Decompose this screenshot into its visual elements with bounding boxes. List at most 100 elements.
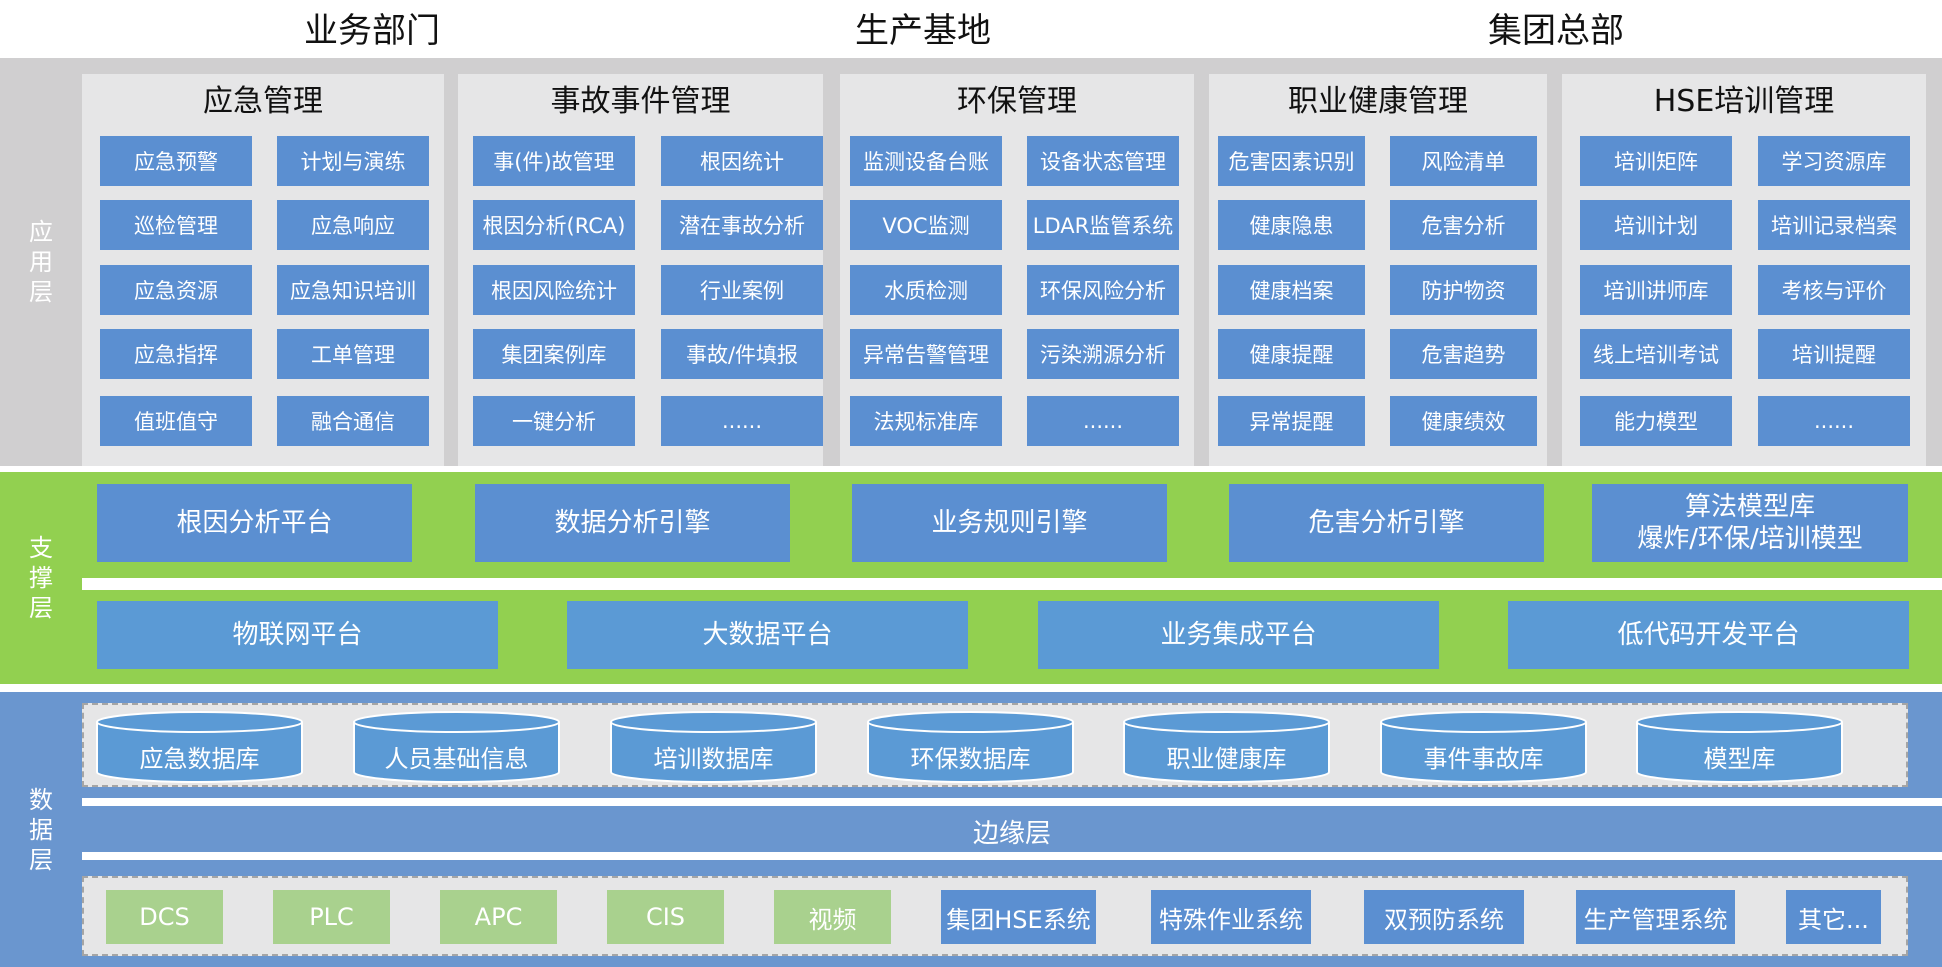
module-button[interactable]: 应急指挥 bbox=[100, 329, 252, 379]
module-button[interactable]: 事故/件填报 bbox=[661, 329, 823, 379]
edge-layer: 边缘层 bbox=[82, 810, 1942, 852]
database-label: 人员基础信息 bbox=[384, 744, 529, 773]
base-platform[interactable]: 大数据平台 bbox=[567, 601, 968, 669]
database-cylinder[interactable] bbox=[1123, 711, 1330, 783]
support-layer-label: 支撑层 bbox=[28, 534, 53, 622]
database-cylinder[interactable] bbox=[96, 711, 303, 783]
header-production: 生产基地 bbox=[855, 11, 991, 51]
database-label: 职业健康库 bbox=[1166, 744, 1287, 773]
module-button[interactable]: 健康档案 bbox=[1218, 265, 1365, 315]
database-cylinder[interactable] bbox=[610, 711, 817, 783]
algo-title: 算法模型库 bbox=[1684, 491, 1815, 522]
module-button[interactable]: 融合通信 bbox=[277, 396, 429, 446]
module-button[interactable]: 健康绩效 bbox=[1390, 396, 1537, 446]
panel-title: 职业健康管理 bbox=[1288, 84, 1468, 119]
support-platform[interactable]: 数据分析引擎 bbox=[475, 484, 790, 562]
module-button[interactable]: ...... bbox=[1027, 396, 1179, 446]
module-button[interactable]: 健康提醒 bbox=[1218, 329, 1365, 379]
module-button[interactable]: 法规标准库 bbox=[850, 396, 1002, 446]
separator-line bbox=[82, 852, 1942, 860]
module-button[interactable]: 健康隐患 bbox=[1218, 200, 1365, 250]
module-button[interactable]: 能力模型 bbox=[1580, 396, 1732, 446]
base-platform[interactable]: 物联网平台 bbox=[97, 601, 498, 669]
module-button[interactable]: 集团案例库 bbox=[473, 329, 635, 379]
module-button[interactable]: 考核与评价 bbox=[1758, 265, 1910, 315]
module-button[interactable]: 学习资源库 bbox=[1758, 136, 1910, 186]
module-button[interactable]: 事(件)故管理 bbox=[473, 136, 635, 186]
header-group: 集团总部 bbox=[1488, 11, 1624, 51]
module-button[interactable]: 潜在事故分析 bbox=[661, 200, 823, 250]
module-button[interactable]: 工单管理 bbox=[277, 329, 429, 379]
module-button[interactable]: 一键分析 bbox=[473, 396, 635, 446]
module-button[interactable]: 污染溯源分析 bbox=[1027, 329, 1179, 379]
module-button[interactable]: 危害趋势 bbox=[1390, 329, 1537, 379]
module-button[interactable]: LDAR监管系统 bbox=[1027, 200, 1179, 250]
source-system[interactable]: 集团HSE系统 bbox=[941, 890, 1096, 944]
source-system[interactable]: APC bbox=[440, 890, 557, 944]
source-system[interactable]: 特殊作业系统 bbox=[1151, 890, 1311, 944]
source-system[interactable]: 生产管理系统 bbox=[1576, 890, 1735, 944]
module-button[interactable]: ...... bbox=[661, 396, 823, 446]
panel-title: 应急管理 bbox=[203, 84, 323, 119]
source-system[interactable]: DCS bbox=[106, 890, 223, 944]
header-business: 业务部门 bbox=[304, 11, 440, 51]
panel-title: 环保管理 bbox=[957, 84, 1077, 119]
module-button[interactable]: 水质检测 bbox=[850, 265, 1002, 315]
module-button[interactable]: 防护物资 bbox=[1390, 265, 1537, 315]
module-button[interactable]: 应急资源 bbox=[100, 265, 252, 315]
module-button[interactable]: 计划与演练 bbox=[277, 136, 429, 186]
module-button[interactable]: 行业案例 bbox=[661, 265, 823, 315]
module-button[interactable]: 培训记录档案 bbox=[1758, 200, 1910, 250]
database-label: 培训数据库 bbox=[653, 744, 774, 773]
database-label: 模型库 bbox=[1703, 744, 1776, 773]
module-button[interactable]: 值班值守 bbox=[100, 396, 252, 446]
module-button[interactable]: 培训提醒 bbox=[1758, 329, 1910, 379]
module-button[interactable]: 培训矩阵 bbox=[1580, 136, 1732, 186]
module-button[interactable]: 根因风险统计 bbox=[473, 265, 635, 315]
module-button[interactable]: VOC监测 bbox=[850, 200, 1002, 250]
source-system[interactable]: 双预防系统 bbox=[1364, 890, 1524, 944]
module-button[interactable]: 根因统计 bbox=[661, 136, 823, 186]
source-system[interactable]: 其它... bbox=[1786, 890, 1881, 944]
database-cylinder[interactable] bbox=[867, 711, 1074, 783]
algorithm-model-library[interactable]: 算法模型库爆炸/环保/培训模型 bbox=[1592, 484, 1908, 562]
database-cylinder[interactable] bbox=[1380, 711, 1587, 783]
module-button[interactable]: 设备状态管理 bbox=[1027, 136, 1179, 186]
source-system[interactable]: CIS bbox=[607, 890, 724, 944]
module-button[interactable]: 危害分析 bbox=[1390, 200, 1537, 250]
module-button[interactable]: 风险清单 bbox=[1390, 136, 1537, 186]
data-layer-label: 数据层 bbox=[28, 785, 53, 874]
module-button[interactable]: 培训讲师库 bbox=[1580, 265, 1732, 315]
panel-title: HSE培训管理 bbox=[1653, 84, 1835, 119]
module-button[interactable]: 危害因素识别 bbox=[1218, 136, 1365, 186]
source-system[interactable]: 视频 bbox=[774, 890, 891, 944]
module-button[interactable]: 环保风险分析 bbox=[1027, 265, 1179, 315]
module-button[interactable]: ...... bbox=[1758, 396, 1910, 446]
module-button[interactable]: 应急预警 bbox=[100, 136, 252, 186]
support-separator bbox=[82, 578, 1942, 590]
module-button[interactable]: 巡检管理 bbox=[100, 200, 252, 250]
support-platform[interactable]: 业务规则引擎 bbox=[852, 484, 1167, 562]
separator-line bbox=[82, 798, 1942, 806]
module-button[interactable]: 异常告警管理 bbox=[850, 329, 1002, 379]
module-button[interactable]: 线上培训考试 bbox=[1580, 329, 1732, 379]
base-platform[interactable]: 业务集成平台 bbox=[1038, 601, 1439, 669]
module-button[interactable]: 应急知识培训 bbox=[277, 265, 429, 315]
module-button[interactable]: 培训计划 bbox=[1580, 200, 1732, 250]
base-platform[interactable]: 低代码开发平台 bbox=[1508, 601, 1909, 669]
algo-subtitle: 爆炸/环保/培训模型 bbox=[1637, 524, 1863, 554]
module-button[interactable]: 异常提醒 bbox=[1218, 396, 1365, 446]
database-cylinder[interactable] bbox=[353, 711, 560, 783]
module-button[interactable]: 根因分析(RCA) bbox=[473, 200, 635, 250]
database-cylinder[interactable] bbox=[1636, 711, 1843, 783]
source-system[interactable]: PLC bbox=[273, 890, 390, 944]
database-label: 事件事故库 bbox=[1423, 744, 1544, 773]
panel-title: 事故事件管理 bbox=[550, 84, 731, 119]
module-button[interactable]: 监测设备台账 bbox=[850, 136, 1002, 186]
database-label: 环保数据库 bbox=[910, 744, 1031, 773]
database-label: 应急数据库 bbox=[139, 744, 260, 773]
support-platform[interactable]: 根因分析平台 bbox=[97, 484, 412, 562]
support-platform[interactable]: 危害分析引擎 bbox=[1229, 484, 1544, 562]
module-button[interactable]: 应急响应 bbox=[277, 200, 429, 250]
